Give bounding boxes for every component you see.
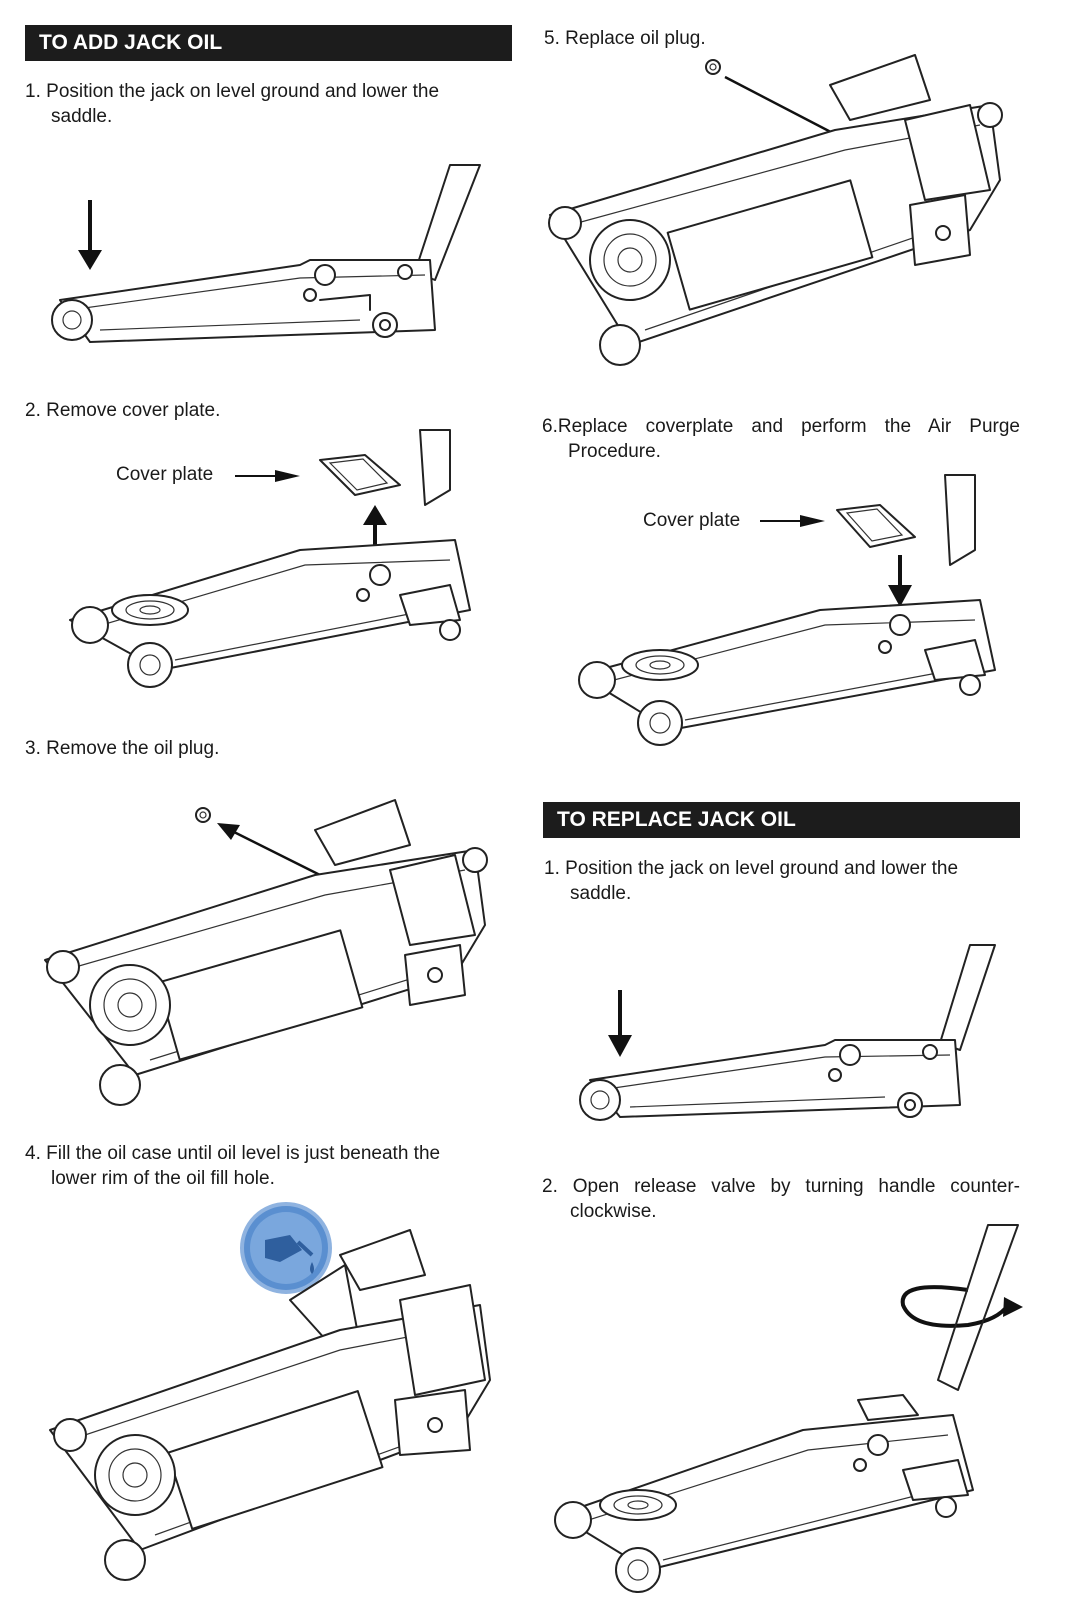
step-add-5: 5. Replace oil plug. <box>544 26 1024 51</box>
jack-oil-plug-removal-figure <box>44 799 488 1106</box>
heading-text: TO ADD JACK OIL <box>39 31 223 54</box>
step-add-6-cont: Procedure. <box>568 439 1018 464</box>
step-text: Remove cover plate. <box>46 400 221 421</box>
step-text-cont: clockwise. <box>570 1201 657 1222</box>
step-text-cont: saddle. <box>51 106 113 127</box>
right-arrow-icon <box>760 515 825 527</box>
step-number: 1. <box>25 81 41 102</box>
step-number: 3. <box>25 738 41 759</box>
step-number: 4. <box>25 1143 41 1164</box>
step-number: 2. <box>542 1176 558 1197</box>
step-text: Position the jack on level ground and lo… <box>565 858 959 879</box>
jack-oil-plug-replace-figure <box>548 54 1003 366</box>
step-text: Position the jack on level ground and lo… <box>46 81 440 102</box>
jack-fill-oil-figure <box>49 1202 491 1581</box>
step-text: Replace coverplate and perform the Air P… <box>557 416 1020 437</box>
step-number: 1. <box>544 858 560 879</box>
replace-jack-oil-heading: TO REPLACE JACK OIL <box>543 802 1020 838</box>
step-text: Fill the oil case until oil level is jus… <box>46 1143 441 1164</box>
down-arrow-icon <box>888 555 912 607</box>
step-add-2: 2. Remove cover plate. <box>25 398 505 423</box>
down-arrow-icon <box>608 990 632 1057</box>
down-arrow-icon <box>78 200 102 270</box>
step-number: 5. <box>544 28 560 49</box>
step-number: 2. <box>25 400 41 421</box>
rotate-arrow-icon <box>900 1285 1023 1328</box>
right-arrow-icon <box>235 470 300 482</box>
oil-plug-icon <box>195 807 211 823</box>
step-replace-1: 1. Position the jack on level ground and… <box>544 856 1024 906</box>
step-text: Replace oil plug. <box>565 28 706 49</box>
step-add-3: 3. Remove the oil plug. <box>25 736 505 761</box>
step-text: Remove the oil plug. <box>46 738 220 759</box>
up-arrow-icon <box>363 505 387 550</box>
step-text-cont: Procedure. <box>568 441 661 462</box>
step-text: Open release valve by turning handle cou… <box>572 1176 1020 1197</box>
jack-side-lowered-figure <box>579 944 996 1121</box>
step-replace-2-cont: clockwise. <box>570 1199 1020 1224</box>
cover-plate-label: Cover plate <box>643 510 741 531</box>
step-number: 6. <box>542 416 558 437</box>
oil-plug-icon <box>705 59 721 75</box>
jack-cover-plate-replace-figure <box>578 474 996 746</box>
jack-cover-plate-removal-figure <box>69 429 471 688</box>
step-replace-2: 2. Open release valve by turning handle … <box>542 1174 1020 1199</box>
jack-side-lowered-figure <box>51 164 481 343</box>
step-text-cont: lower rim of the oil fill hole. <box>51 1168 275 1189</box>
cover-plate-label: Cover plate <box>116 464 214 485</box>
oil-can-icon <box>240 1202 332 1294</box>
jack-release-valve-figure <box>554 1224 1023 1593</box>
add-jack-oil-heading: TO ADD JACK OIL <box>25 25 512 61</box>
heading-text: TO REPLACE JACK OIL <box>557 808 796 831</box>
step-add-1: 1. Position the jack on level ground and… <box>25 79 505 129</box>
step-text-cont: saddle. <box>570 883 632 904</box>
step-add-4: 4. Fill the oil case until oil level is … <box>25 1141 505 1191</box>
step-add-6: 6.Replace coverplate and perform the Air… <box>542 414 1020 439</box>
